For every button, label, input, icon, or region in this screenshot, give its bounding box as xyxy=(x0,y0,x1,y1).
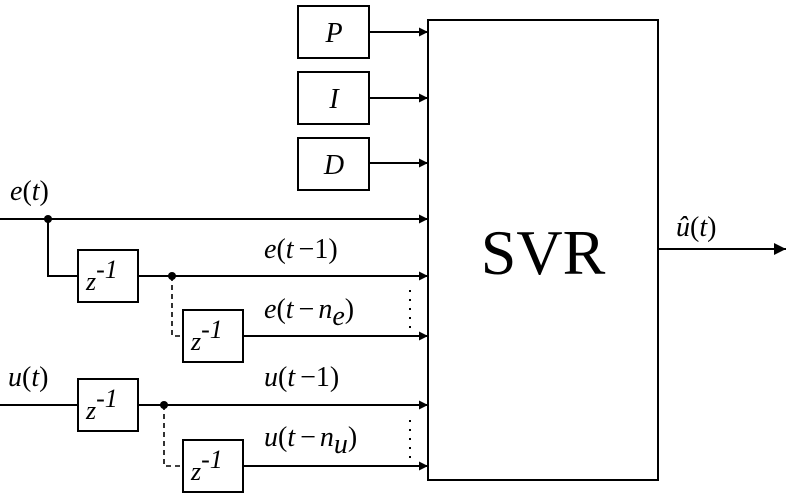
e-branch-line xyxy=(47,219,78,277)
i-label: I xyxy=(328,84,340,115)
u-delay-1-label: z-1 xyxy=(85,384,118,425)
svr-label: SVR xyxy=(481,217,606,288)
e-delay-ne-label: z-1 xyxy=(190,315,223,356)
e-delay-1-label: z-1 xyxy=(85,255,118,296)
u-t-label: u(t) xyxy=(8,362,48,393)
output-label: û(t) xyxy=(676,212,716,243)
u-delay-1 xyxy=(77,378,139,432)
u-dashed-chain xyxy=(163,405,183,467)
e-t-ne-label: e(t−ne) xyxy=(264,294,354,332)
p-block xyxy=(297,5,370,59)
e-t-1-label: e(t−1) xyxy=(264,234,338,265)
u-delay-nu-label: z-1 xyxy=(190,445,223,486)
e-delay-1 xyxy=(77,249,139,303)
svr-block xyxy=(427,19,659,481)
e-dashed-chain xyxy=(171,276,183,337)
i-block xyxy=(297,71,370,125)
e-t-label: e(t) xyxy=(10,176,49,207)
u-t-1-label: u(t−1) xyxy=(264,362,339,393)
e-delay-ne xyxy=(182,309,244,363)
p-label: P xyxy=(324,18,342,49)
d-block xyxy=(297,137,370,191)
u-t-nu-label: u(t−nu) xyxy=(264,422,357,460)
u-delay-nu xyxy=(182,439,244,493)
d-label: D xyxy=(323,150,344,181)
